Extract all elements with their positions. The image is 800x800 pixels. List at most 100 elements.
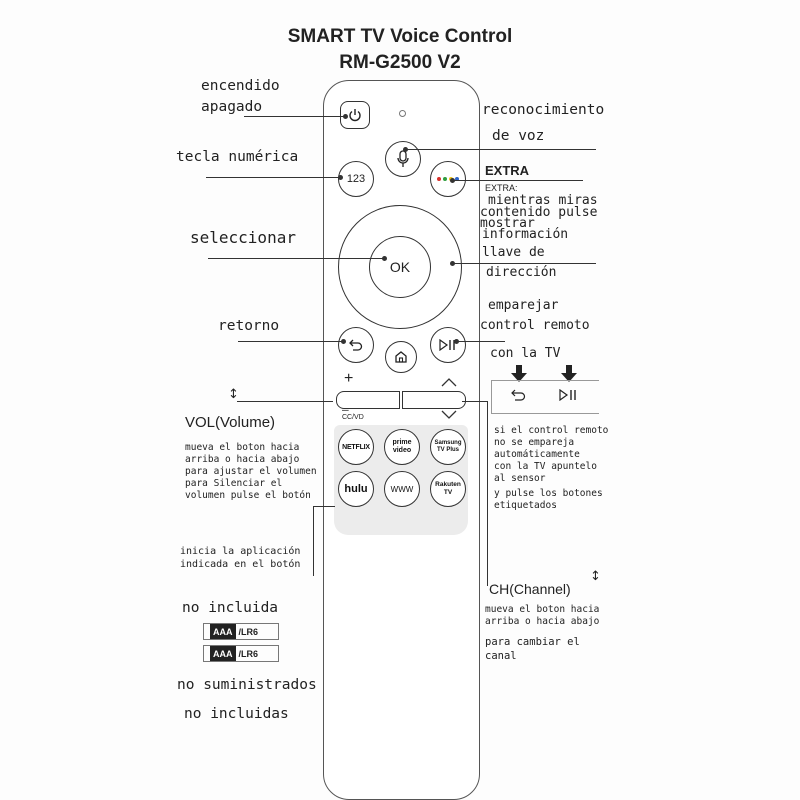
- extra-desc-0: mientras miras: [488, 193, 598, 208]
- samsung-tv-plus-button[interactable]: Samsung TV Plus: [430, 429, 466, 465]
- title-line-1: SMART TV Voice Control: [287, 26, 513, 47]
- numeric-leader-dot: [338, 175, 343, 180]
- hulu-label: hulu: [344, 483, 368, 495]
- battery-2-code: /LR6: [238, 648, 259, 659]
- pair-desc-0: si el control remoto: [494, 425, 609, 436]
- back-label: retorno: [218, 318, 280, 334]
- battery-2: AAA /LR6: [203, 645, 279, 662]
- prime-video-label: prime video: [392, 439, 412, 454]
- select-leader-dot: [382, 256, 387, 261]
- power-leader-dot: [343, 114, 348, 119]
- vol-desc-1: arriba o hacia abajo: [185, 454, 300, 465]
- play-pause-icon: [559, 389, 576, 401]
- pair-desc-4: al sensor: [494, 473, 546, 484]
- voice-leader-line: [406, 149, 596, 150]
- pair-desc2-0: y pulse los botones: [494, 488, 603, 499]
- status-led: [399, 110, 406, 117]
- apps-leader-horizontal: [313, 506, 335, 507]
- pair-desc2-1: etiquetados: [494, 500, 557, 511]
- voice-label-line1: reconocimiento: [482, 102, 605, 118]
- pair-label-line2: control remoto: [480, 318, 590, 333]
- rakuten-tv-label: Rakuten TV: [435, 481, 461, 496]
- direction-label-line2: dirección: [486, 265, 557, 280]
- pair-desc-2: automáticamente: [494, 449, 580, 460]
- ok-button-label: OK: [389, 259, 411, 275]
- extra-desc-3: información: [482, 227, 569, 242]
- play-pause-button[interactable]: [430, 327, 466, 363]
- pair-desc-1: no se empareja: [494, 437, 575, 448]
- direction-pad[interactable]: [338, 205, 462, 329]
- not-included-label: no incluida: [182, 600, 279, 616]
- down-arrow-icon: [561, 365, 577, 382]
- numeric-leader-line: [206, 177, 340, 178]
- voice-leader-dot: [403, 147, 408, 152]
- pair-desc-3: con la TV apuntelo: [494, 461, 597, 472]
- extra-title: EXTRA: [485, 163, 530, 178]
- apps-desc-0: inicia la aplicación: [180, 546, 301, 557]
- extra-button[interactable]: [430, 161, 466, 197]
- volume-plus: +: [344, 370, 354, 387]
- extra-leader-line: [453, 180, 583, 181]
- vol-desc-3: para Silenciar el: [185, 478, 283, 489]
- prime-video-button[interactable]: prime video: [384, 429, 420, 465]
- home-button[interactable]: [385, 341, 417, 373]
- title-line-2: RM-G2500 V2: [339, 52, 461, 73]
- pair-label-line1: emparejar: [488, 298, 559, 313]
- home-icon: [395, 351, 407, 363]
- battery-1: AAA /LR6: [203, 623, 279, 640]
- vol-desc-0: mueva el boton hacia: [185, 442, 300, 453]
- remote-control-body: 123 OK + — CC: [323, 80, 480, 800]
- vertical-arrows-icon: ↕: [590, 569, 601, 584]
- volume-rocker[interactable]: [336, 391, 400, 409]
- pair-leader-line: [457, 341, 505, 342]
- cc-vd-label: CC/VD: [342, 414, 364, 421]
- voice-button[interactable]: [385, 141, 421, 177]
- power-leader-line: [244, 116, 345, 117]
- netflix-button[interactable]: NETFLIX: [338, 429, 374, 465]
- apps-desc-1: indicada en el botón: [180, 559, 301, 570]
- channel-up-icon: [441, 378, 457, 387]
- battery-1-code: /LR6: [238, 626, 259, 637]
- ok-button[interactable]: OK: [369, 236, 431, 298]
- hulu-button[interactable]: hulu: [338, 471, 374, 507]
- direction-label-line1: llave de: [482, 245, 545, 260]
- direction-leader-dot: [450, 261, 455, 266]
- microphone-icon: [397, 150, 409, 167]
- channel-rocker[interactable]: [402, 391, 466, 409]
- numeric-button[interactable]: 123: [338, 161, 374, 197]
- vertical-arrows-icon: ↕: [228, 387, 239, 402]
- select-label: seleccionar: [190, 228, 296, 247]
- extra-desc-1: contenido pulse: [480, 205, 598, 220]
- www-label: WWW: [390, 484, 414, 494]
- power-icon: [349, 109, 361, 122]
- vol-leader-line: [237, 401, 333, 402]
- extra-leader-dot: [450, 178, 455, 183]
- battery-1-type: AAA: [210, 624, 236, 639]
- voice-label-line2: de voz: [492, 128, 545, 144]
- back-leader-line: [238, 341, 343, 342]
- www-button[interactable]: WWW: [384, 471, 420, 507]
- ch-desc2-0: para cambiar el: [485, 636, 580, 648]
- vol-desc-2: para ajustar el volumen: [185, 466, 317, 477]
- extra-small-label: EXTRA:: [485, 183, 518, 193]
- ch-title: CH(Channel): [489, 581, 571, 597]
- rakuten-tv-button[interactable]: Rakuten TV: [430, 471, 466, 507]
- direction-leader-line: [453, 263, 596, 264]
- back-button[interactable]: [338, 327, 374, 363]
- netflix-label: NETFLIX: [342, 443, 370, 451]
- pair-leader-dot: [454, 339, 459, 344]
- volume-minus: —: [342, 403, 349, 416]
- return-arrow-icon: [511, 389, 526, 401]
- vol-desc-4: volumen pulse el botón: [185, 490, 311, 501]
- apps-leader-vertical: [313, 506, 314, 576]
- extra-desc-2: mostrar: [480, 216, 535, 231]
- return-arrow-icon: [349, 339, 363, 351]
- battery-2-type: AAA: [210, 646, 236, 661]
- ch-desc-0: mueva el boton hacia: [485, 604, 600, 615]
- channel-down-icon: [441, 410, 457, 419]
- pair-label-line3: con la TV: [490, 346, 561, 361]
- ch-leader-horizontal: [462, 401, 488, 402]
- ch-desc-1: arriba o hacia abajo: [485, 616, 600, 627]
- power-label-line2: apagado: [201, 99, 263, 115]
- select-leader-line: [208, 258, 384, 259]
